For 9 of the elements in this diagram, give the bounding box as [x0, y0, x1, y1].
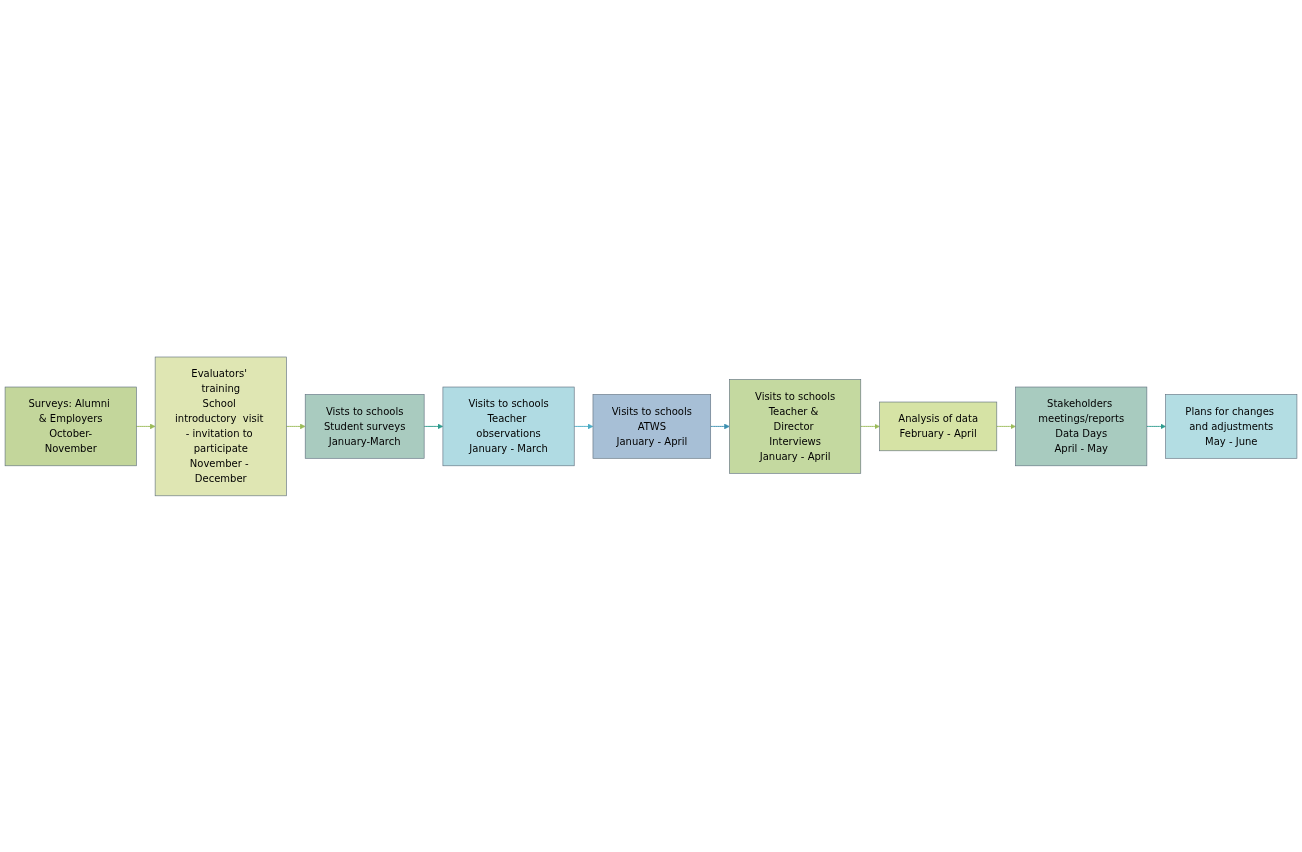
node-box: Surveys: Alumni & Employers October-November	[4, 386, 137, 466]
node-box: Evaluators' training School introductory visit - invitation to participate November - December	[154, 356, 287, 496]
node-box: Plans for changes and adjustments May - June	[1165, 393, 1298, 459]
node-box: Analysis of data February - April	[879, 401, 998, 451]
node-box: Visits to schools ATWS January - April	[592, 393, 712, 459]
node-box: Vists to schools Student surveys January-March	[304, 393, 425, 459]
node-box: Visits to schools Teacher observations January - March	[442, 386, 575, 466]
node-box: Stakeholders meetings/reports Data Days April - May	[1015, 386, 1148, 466]
node-box: Visits to schools Teacher & Director Interviews January - April	[729, 378, 862, 474]
